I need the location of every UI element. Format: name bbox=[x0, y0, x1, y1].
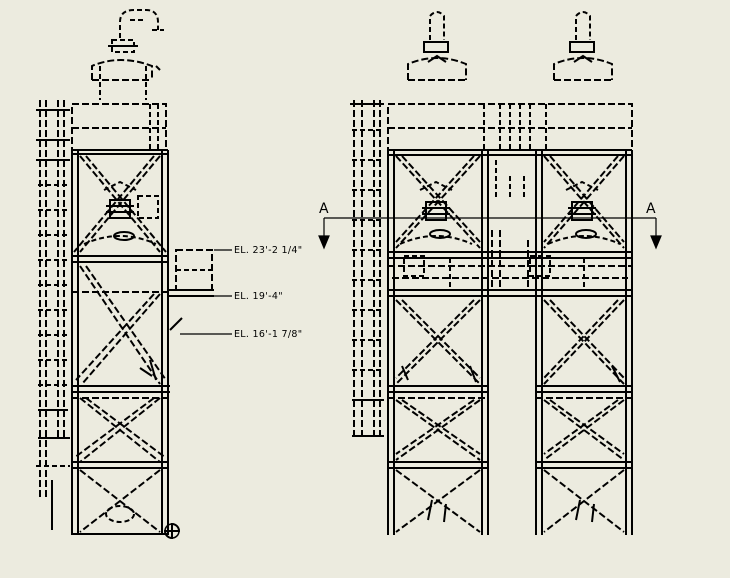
bottom-platform bbox=[72, 385, 170, 399]
leg-bracing bbox=[72, 397, 168, 535]
section-marker-right: A bbox=[646, 201, 656, 217]
lower-bracing bbox=[75, 265, 167, 385]
section-cut-line bbox=[318, 217, 662, 250]
elevation-label-3: EL. 16'-1 7/8" bbox=[234, 329, 302, 340]
mid-beam bbox=[72, 255, 168, 293]
front-ladder bbox=[350, 100, 384, 440]
anchor-symbol bbox=[163, 522, 181, 540]
bin-roof bbox=[91, 59, 161, 100]
front-elevation-view bbox=[318, 11, 662, 535]
front-conveyor-band bbox=[388, 251, 632, 297]
front-leg-bracing-left bbox=[388, 399, 488, 533]
side-elevation-view bbox=[36, 9, 232, 540]
vent-right bbox=[553, 11, 613, 81]
front-top-platform bbox=[387, 103, 633, 156]
vent-left bbox=[407, 11, 467, 81]
front-upper-bracing-right bbox=[543, 155, 625, 249]
elevation-label-2: EL. 19'-4" bbox=[234, 291, 283, 302]
front-lower-bracing-right bbox=[543, 299, 625, 385]
section-marker-left: A bbox=[319, 201, 329, 217]
front-leg-bracing-right bbox=[536, 399, 632, 533]
elevation-label-1: EL. 23'-2 1/4" bbox=[234, 245, 302, 256]
upper-platform bbox=[71, 103, 168, 155]
front-bottom-platform bbox=[388, 385, 632, 399]
front-columns bbox=[387, 150, 633, 535]
side-conveyor bbox=[168, 249, 214, 331]
vent-gooseneck bbox=[108, 9, 164, 53]
front-lower-bracing-left bbox=[395, 299, 481, 385]
front-upper-bracing-left bbox=[395, 155, 481, 249]
main-columns bbox=[71, 150, 169, 535]
ladder-cage bbox=[36, 100, 70, 530]
upper-bracing bbox=[73, 155, 167, 253]
elevation-leaders bbox=[180, 249, 232, 335]
front-middle-bay bbox=[491, 160, 529, 290]
